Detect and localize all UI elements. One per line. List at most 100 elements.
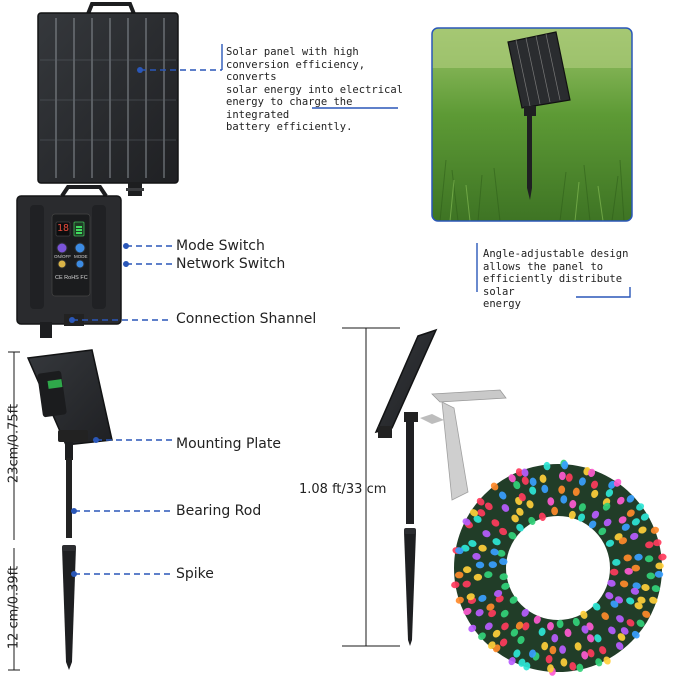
led-bulb bbox=[608, 626, 616, 635]
led-bulb bbox=[598, 527, 607, 536]
led-bulb bbox=[463, 566, 472, 574]
led-bulb bbox=[587, 649, 595, 658]
led-bulb bbox=[626, 597, 635, 605]
angle-desc-line: energy bbox=[483, 298, 521, 310]
led-bulb bbox=[624, 567, 633, 575]
led-bulb bbox=[545, 655, 553, 664]
led-bulb bbox=[547, 622, 554, 631]
led-bulb bbox=[634, 553, 643, 561]
led-bulb bbox=[618, 537, 627, 545]
led-bulb bbox=[529, 477, 537, 486]
led-bulb bbox=[591, 489, 599, 498]
led-bulb bbox=[484, 502, 493, 511]
led-bulb bbox=[468, 624, 477, 633]
led-bulb bbox=[522, 622, 530, 631]
led-bulb bbox=[543, 461, 551, 471]
led-bulb bbox=[516, 523, 524, 532]
total-height-label: 1.08 ft/33 cm bbox=[299, 482, 387, 497]
led-bulb bbox=[495, 595, 504, 603]
led-bulb bbox=[509, 596, 518, 604]
led-bulb bbox=[488, 641, 496, 650]
led-bulb bbox=[475, 561, 485, 569]
led-bulb bbox=[558, 485, 566, 494]
led-bulb bbox=[631, 564, 640, 572]
led-bulb bbox=[547, 497, 555, 506]
led-bulb bbox=[610, 600, 619, 608]
led-bulb bbox=[558, 471, 566, 481]
dimension-line-right bbox=[342, 327, 400, 647]
led-bulb bbox=[574, 642, 582, 651]
led-bulb bbox=[494, 589, 503, 598]
led-bulb bbox=[551, 634, 559, 643]
led-bulb bbox=[541, 641, 549, 651]
led-bulb bbox=[632, 582, 641, 590]
led-bulb bbox=[608, 480, 616, 489]
led-bulb bbox=[539, 474, 547, 483]
led-bulb bbox=[491, 519, 500, 527]
led-bulb bbox=[508, 474, 516, 483]
led-bulb bbox=[631, 518, 640, 526]
led-bulb bbox=[462, 580, 471, 588]
angle-desc-line: efficiently distribute solar bbox=[483, 273, 623, 298]
solar-panel-description: Solar panel with high conversion efficie… bbox=[226, 46, 406, 134]
led-bulb bbox=[470, 509, 478, 517]
led-bulb bbox=[636, 619, 645, 627]
solar-desc-line: solar energy into electrical bbox=[226, 83, 404, 96]
led-bulb bbox=[603, 656, 611, 665]
led-bulb bbox=[501, 504, 510, 512]
led-bulb bbox=[451, 581, 460, 589]
solar-desc-line: conversion efficiency, converts bbox=[226, 58, 366, 84]
led-bulb bbox=[630, 587, 640, 595]
led-bulb bbox=[477, 509, 486, 517]
led-bulb bbox=[631, 630, 640, 639]
led-bulb bbox=[646, 572, 655, 580]
led-bulb bbox=[569, 662, 577, 671]
led-bulb bbox=[560, 658, 568, 667]
led-bulb bbox=[559, 645, 567, 654]
led-bulb bbox=[623, 554, 632, 562]
led-bulb bbox=[529, 486, 537, 495]
led-bulb bbox=[655, 562, 664, 570]
led-bulb bbox=[486, 603, 495, 611]
led-bulb bbox=[526, 500, 534, 509]
led-bulb bbox=[580, 610, 588, 619]
led-bulb bbox=[634, 602, 643, 610]
led-bulb bbox=[521, 608, 529, 617]
led-bulb bbox=[499, 527, 508, 536]
connection-label: Connection Shannel bbox=[176, 311, 317, 327]
led-bulb bbox=[642, 610, 651, 618]
fairy-light-wreath bbox=[451, 459, 667, 676]
spike-left bbox=[62, 545, 76, 670]
led-bulb bbox=[516, 507, 524, 516]
led-bulb bbox=[645, 541, 654, 549]
led-bulb bbox=[484, 571, 493, 579]
led-bulb bbox=[651, 585, 661, 593]
led-bulb bbox=[501, 582, 510, 590]
led-bulb bbox=[588, 468, 596, 478]
led-bulb bbox=[521, 476, 529, 485]
led-bulb bbox=[654, 570, 664, 578]
led-bulb bbox=[473, 573, 483, 581]
led-bulb bbox=[595, 658, 603, 667]
led-bulb bbox=[594, 634, 602, 643]
on-off-label: ON/OFF bbox=[54, 254, 71, 259]
led-bulb bbox=[515, 621, 524, 630]
led-bulb bbox=[636, 503, 645, 511]
led-bulb bbox=[529, 649, 536, 658]
led-bulb bbox=[513, 481, 521, 490]
led-bulb bbox=[615, 642, 624, 650]
led-bulb bbox=[605, 592, 614, 600]
led-bulb bbox=[649, 596, 658, 604]
led-bulb bbox=[499, 573, 508, 581]
led-bulb bbox=[498, 491, 507, 500]
led-bulb bbox=[518, 493, 526, 502]
callout-lines bbox=[72, 44, 631, 575]
led-bulb bbox=[577, 513, 586, 522]
solar-desc-line: energy to charge the integrated bbox=[226, 96, 353, 121]
led-bulb bbox=[613, 478, 622, 487]
led-bulb bbox=[533, 615, 541, 624]
control-box bbox=[16, 185, 122, 338]
led-bulb bbox=[581, 651, 589, 660]
solar-desc-line: battery efficiently. bbox=[226, 121, 353, 133]
solar-desc-line: Solar panel with high bbox=[226, 46, 359, 58]
